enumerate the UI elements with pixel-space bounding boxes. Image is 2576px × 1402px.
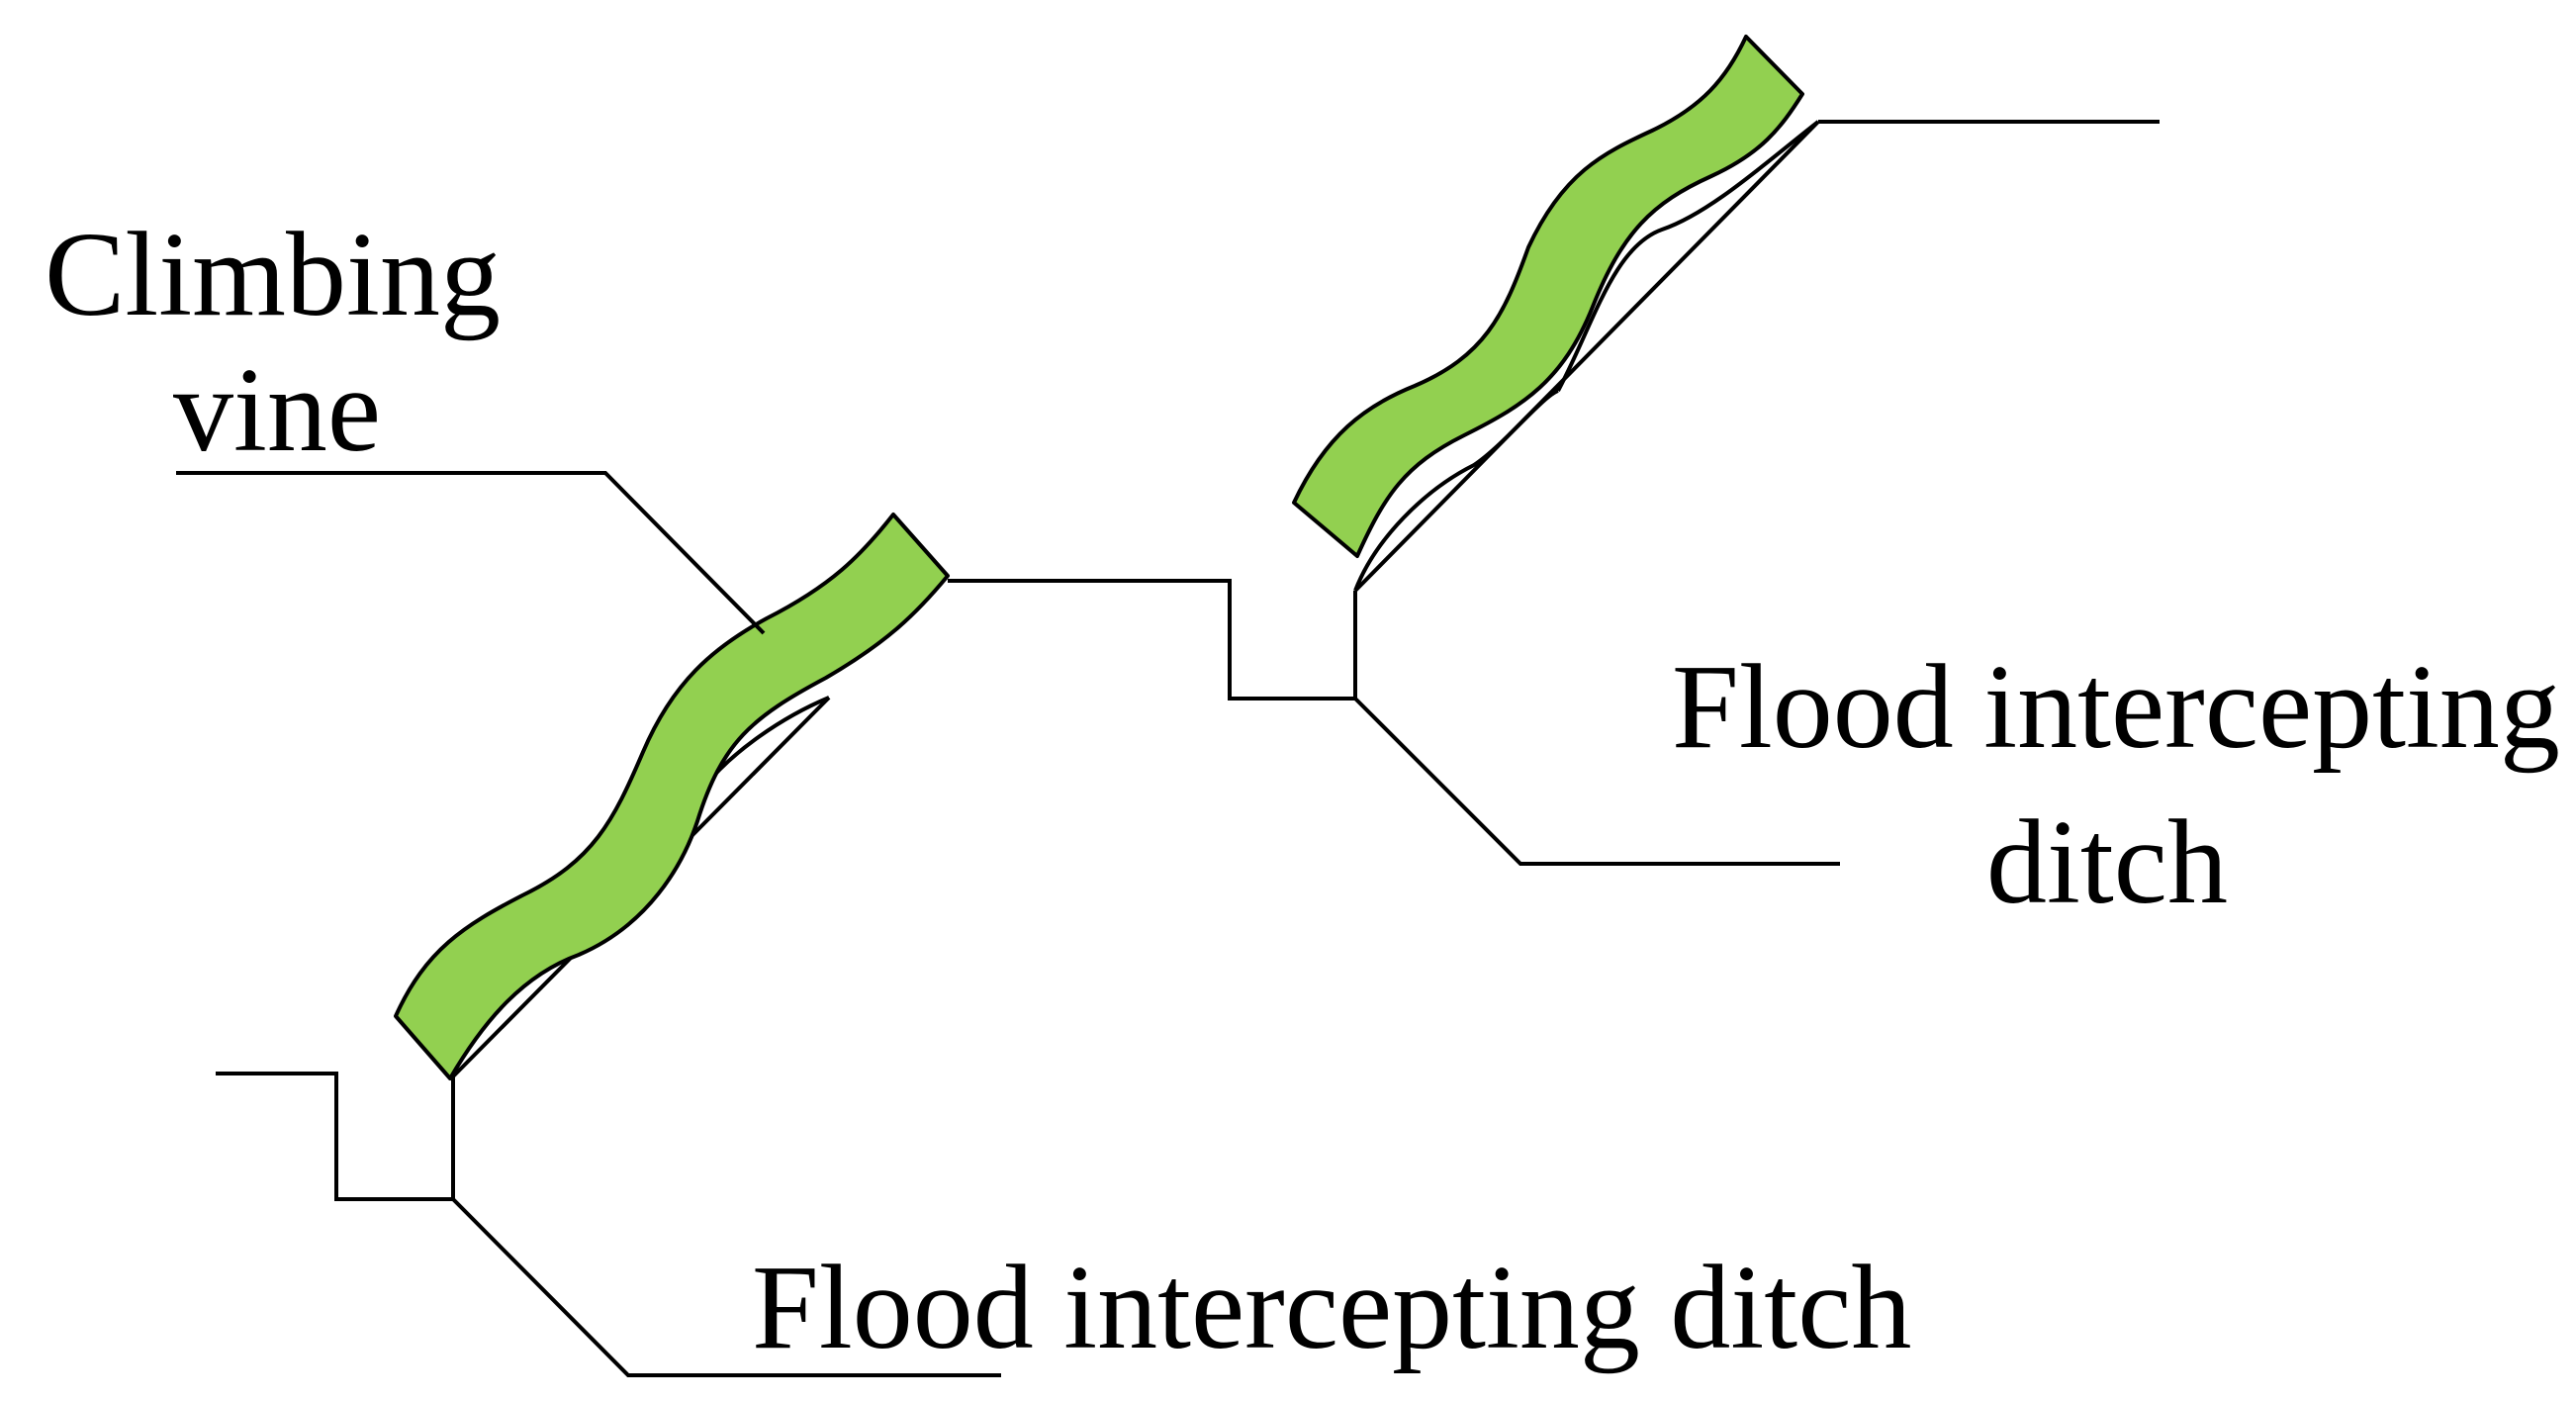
upper-terrain: [1353, 120, 2160, 593]
upper-ditch-profile: [948, 579, 1357, 701]
climbing-vine-label-line1: Climbing: [45, 208, 501, 341]
labels: Climbing vine Flood intercepting ditch F…: [45, 208, 2560, 1374]
upper-ditch-label-line1: Flood intercepting: [1672, 640, 2560, 774]
upper-ditch-label-line2: ditch: [1986, 795, 2228, 929]
upper-climbing-vine: [1292, 35, 1804, 558]
lower-ditch-berm: [451, 1197, 1001, 1377]
leader-lines: [176, 471, 766, 635]
lower-ditch-label: Flood intercepting ditch: [752, 1241, 1911, 1374]
climbing-vine-leader: [176, 471, 766, 635]
vine-shape-upper: [1292, 35, 1804, 558]
vine-shape-lower: [394, 513, 950, 1080]
lower-ditch-profile: [216, 1072, 455, 1201]
upper-slope-hump-2: [1556, 120, 1820, 392]
upper-slope-hump-1: [1353, 389, 1559, 592]
climbing-vine-label-line2: vine: [173, 343, 381, 477]
upper-ditch-berm: [1353, 697, 1840, 866]
lower-climbing-vine: [394, 513, 950, 1080]
upper-slope-line: [1353, 120, 1820, 593]
